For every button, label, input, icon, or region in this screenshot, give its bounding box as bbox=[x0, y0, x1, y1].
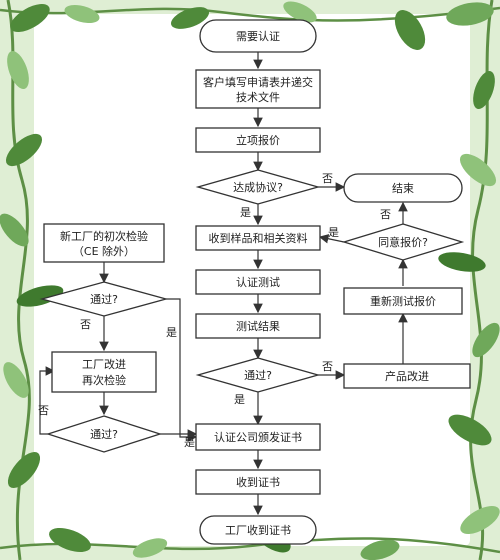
agree-quote-label: 同意报价? bbox=[378, 235, 428, 249]
leaf-icon bbox=[49, 527, 91, 553]
pass-recheck-label: 通过? bbox=[90, 428, 118, 441]
apply-label-line2: 技术文件 bbox=[236, 90, 280, 104]
leaf-icon bbox=[459, 153, 497, 187]
samples-box bbox=[195, 225, 321, 251]
result-box bbox=[195, 313, 321, 339]
leaf-icon bbox=[3, 362, 29, 398]
edge-label-pass-main-no: 否 bbox=[322, 360, 333, 373]
edge-label-pass-factory-no: 否 bbox=[80, 318, 91, 331]
edge-factory-pass-yes bbox=[166, 298, 198, 442]
factory-inspection-line2: （CE 除外） bbox=[73, 244, 135, 258]
pass-main-label: 通过? bbox=[244, 369, 272, 382]
factory-receive-label: 工厂收到证书 bbox=[225, 523, 291, 537]
factory-inspection-line1: 新工厂的初次检验 bbox=[60, 229, 148, 243]
result-label: 测试结果 bbox=[236, 320, 280, 333]
agree-diamond bbox=[195, 169, 321, 205]
leaf-icon bbox=[473, 70, 495, 110]
edge-label-pass-main-yes: 是 bbox=[234, 393, 245, 406]
edge-label-pass-recheck-no: 否 bbox=[38, 404, 49, 417]
edge-recheck-no bbox=[39, 366, 56, 435]
factory-receive-terminator bbox=[199, 515, 317, 545]
left-vine bbox=[6, 0, 31, 560]
leaf-icon bbox=[0, 213, 29, 247]
end-terminator bbox=[343, 173, 463, 203]
leaf-icon bbox=[360, 539, 400, 560]
edge-label-agree-yes: 是 bbox=[240, 206, 251, 219]
factory-improve-line1: 工厂改进 bbox=[82, 357, 126, 371]
leaf-icon bbox=[438, 252, 486, 272]
leaf-icon bbox=[283, 1, 317, 23]
apply-label-line1: 客户填写申请表并递交 bbox=[203, 75, 313, 89]
leaf-icon bbox=[64, 4, 100, 24]
samples-label: 收到样品和相关资料 bbox=[209, 231, 308, 245]
agree-quote-diamond bbox=[341, 223, 465, 261]
leaf-icon bbox=[132, 538, 168, 558]
testing-label: 认证测试 bbox=[236, 276, 280, 289]
agree-label: 达成协议? bbox=[233, 180, 283, 194]
apply-box bbox=[195, 69, 321, 109]
edge-agreequote-samples bbox=[318, 234, 345, 244]
testing-box bbox=[195, 269, 321, 295]
end-label: 结束 bbox=[392, 182, 414, 195]
retest-quote-label: 重新测试报价 bbox=[370, 294, 436, 308]
quote-box bbox=[195, 127, 321, 153]
pass-recheck-diamond bbox=[45, 415, 163, 453]
edge-label-agreequote-yes: 是 bbox=[328, 226, 339, 239]
factory-improve-box bbox=[51, 351, 157, 393]
improve-product-label: 产品改进 bbox=[385, 369, 429, 383]
edge-label-agreequote-no: 否 bbox=[380, 208, 391, 221]
factory-inspection-box bbox=[43, 223, 165, 263]
factory-improve-line2: 再次检验 bbox=[82, 373, 126, 387]
leaf-icon bbox=[394, 10, 426, 50]
leaf-icon bbox=[5, 133, 43, 167]
received-box bbox=[195, 469, 321, 495]
certificate-label: 认证公司颁发证书 bbox=[214, 430, 302, 444]
edge-label-pass-recheck-yes: 是 bbox=[184, 436, 195, 449]
certificate-box bbox=[195, 423, 321, 451]
received-label: 收到证书 bbox=[236, 475, 280, 489]
leaf-icon bbox=[170, 7, 210, 29]
pass-factory-label: 通过? bbox=[90, 293, 118, 306]
pass-main-diamond bbox=[195, 357, 321, 393]
pass-factory-diamond bbox=[39, 281, 169, 317]
leaf-icon bbox=[448, 414, 492, 446]
improve-product-box bbox=[343, 363, 471, 389]
leaf-icon bbox=[10, 4, 50, 32]
leaf-icon bbox=[472, 322, 500, 358]
leaf-icon bbox=[7, 451, 41, 489]
edge-label-agree-no: 否 bbox=[322, 172, 333, 185]
start-terminator bbox=[199, 19, 317, 53]
quote-label: 立项报价 bbox=[236, 133, 280, 147]
edge-label-pass-factory-yes: 是 bbox=[166, 326, 177, 339]
leaf-icon bbox=[7, 50, 29, 90]
retest-quote-box bbox=[343, 287, 463, 315]
start-label: 需要认证 bbox=[236, 30, 280, 43]
leaf-icon bbox=[460, 506, 500, 534]
leaf-icon bbox=[446, 2, 494, 26]
